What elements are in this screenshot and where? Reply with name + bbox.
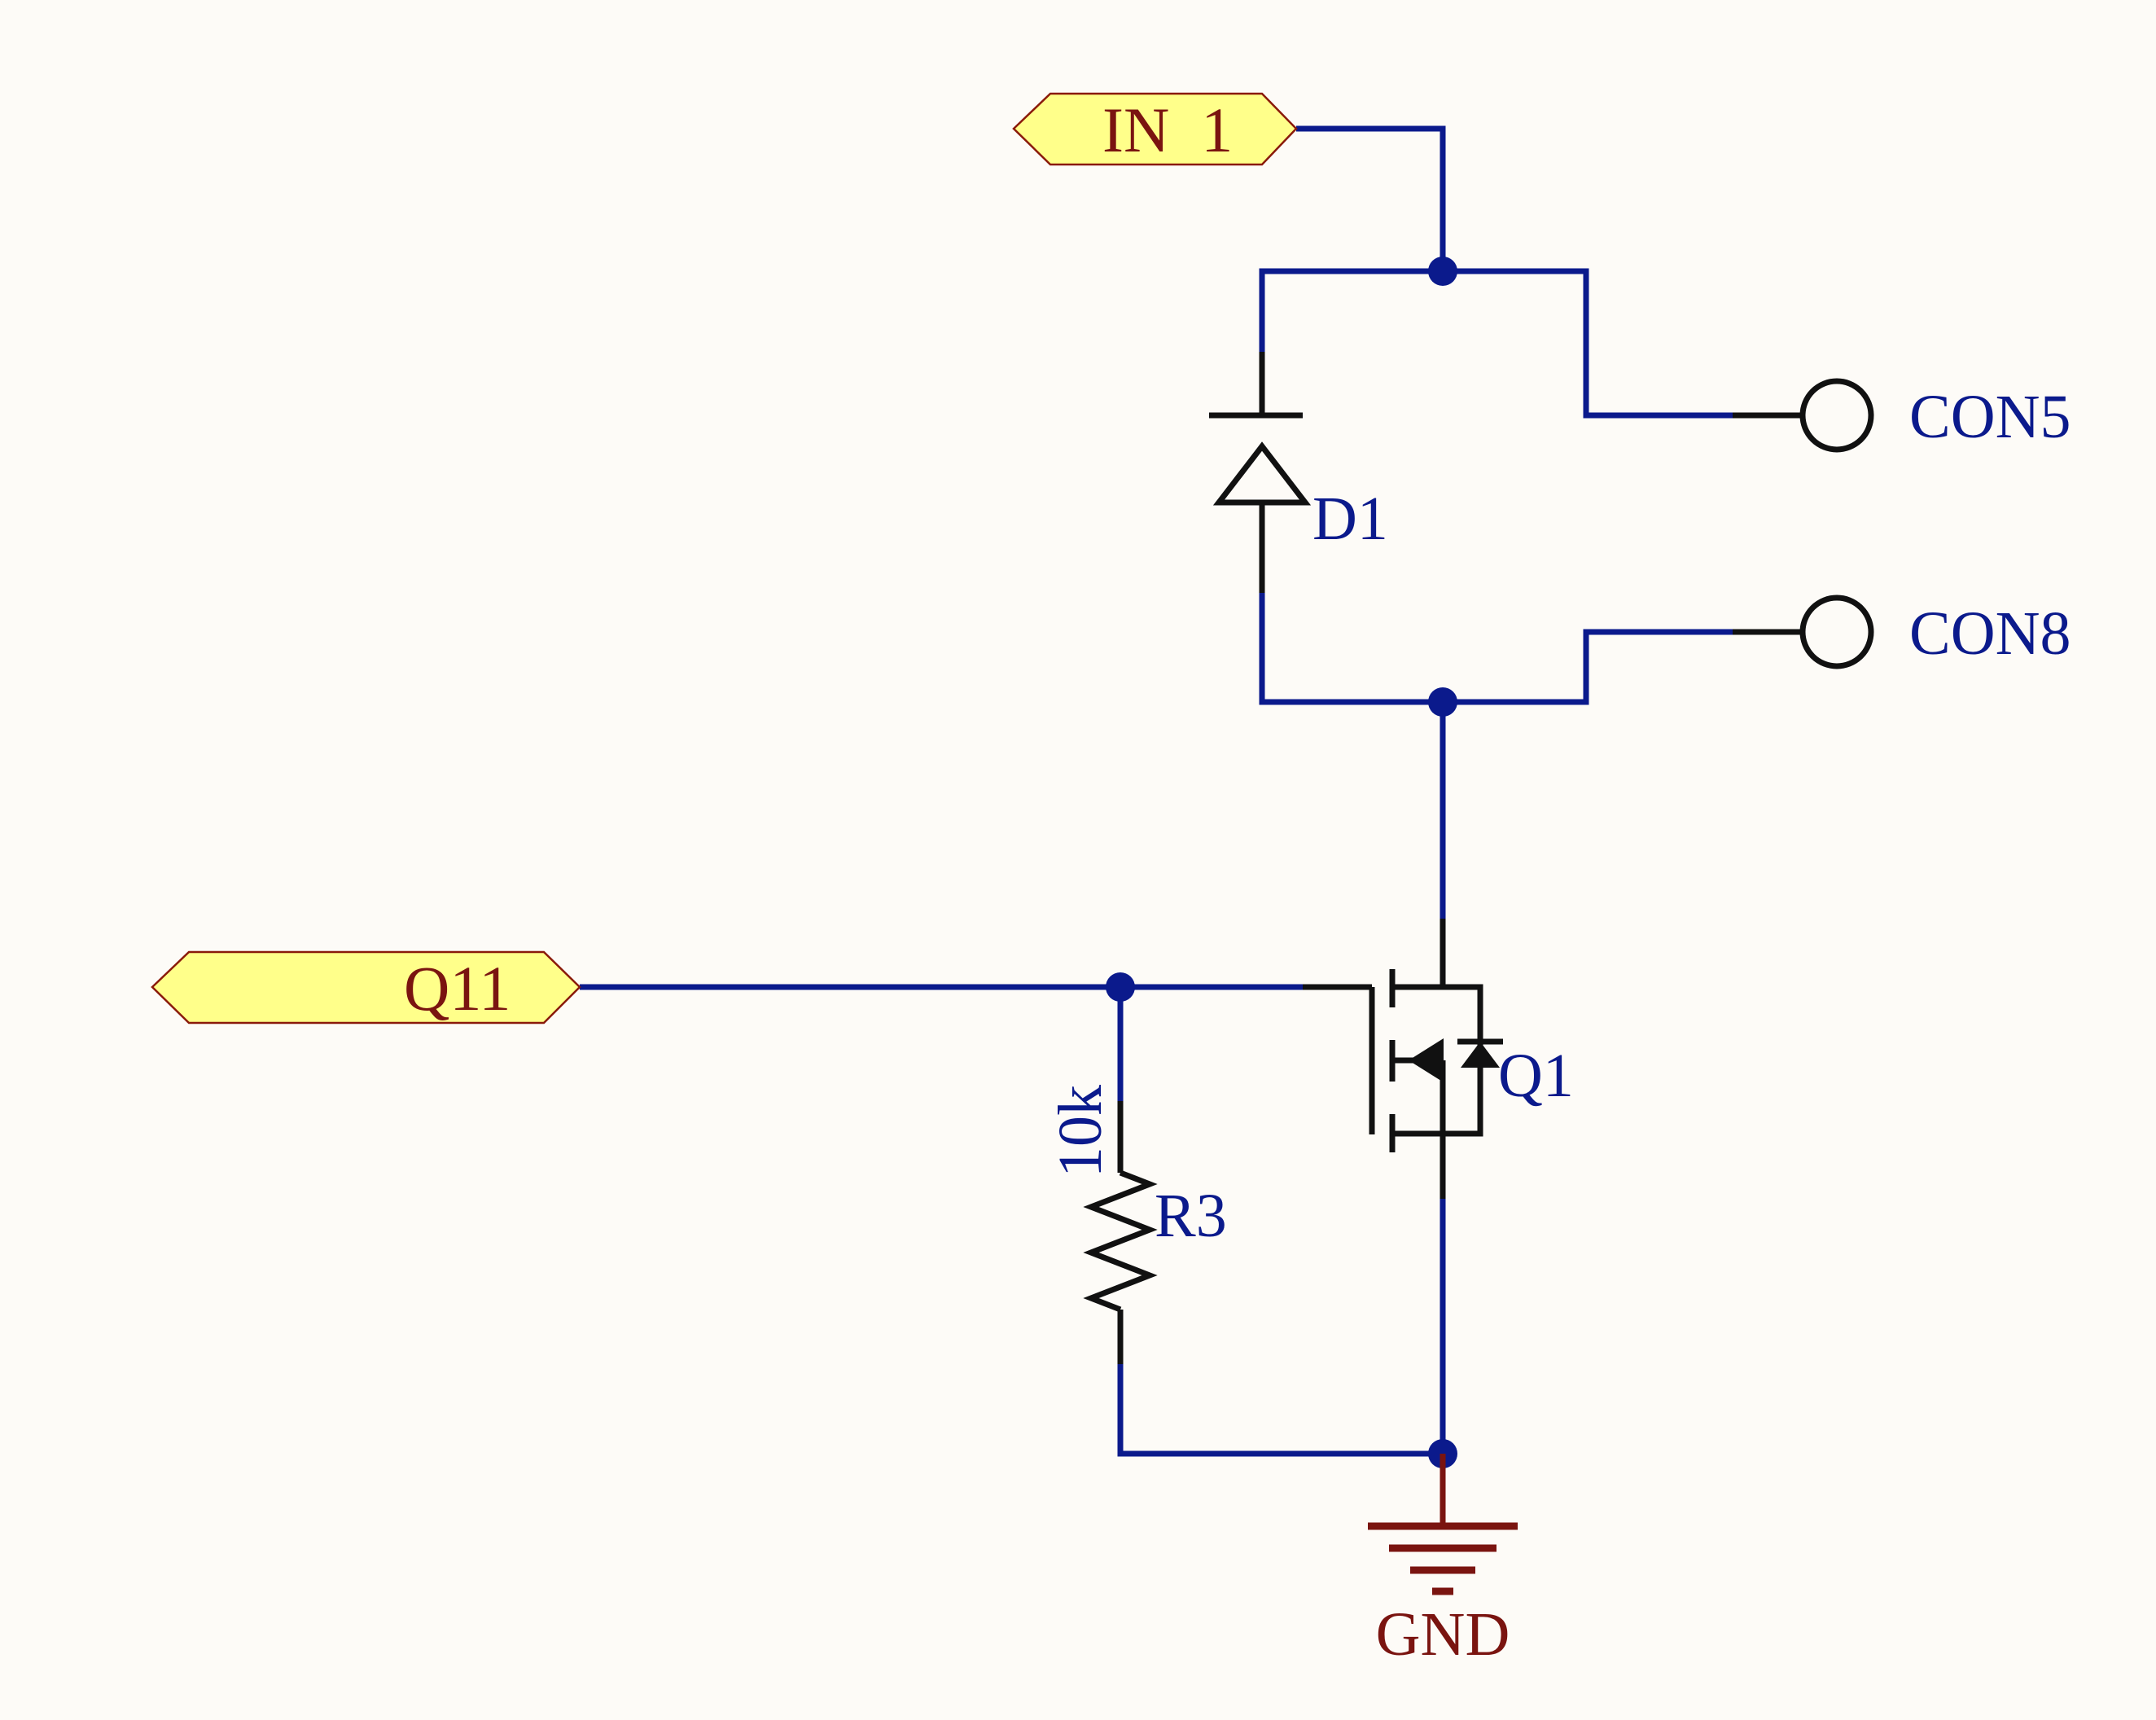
junction-dot bbox=[1428, 257, 1457, 286]
diode-d1-triangle bbox=[1212, 441, 1312, 506]
connector-con8[interactable]: CON8 bbox=[1733, 595, 2071, 669]
junction-dot bbox=[1428, 687, 1457, 717]
junction-dot bbox=[1106, 972, 1135, 1002]
wires bbox=[580, 125, 1733, 1457]
con8-terminal[interactable] bbox=[1799, 595, 1874, 669]
q1-source bbox=[1392, 1130, 1446, 1199]
port-in1[interactable]: IN 1 bbox=[1012, 92, 1298, 166]
con8-designator: CON8 bbox=[1909, 599, 2071, 668]
q1-body-arrow bbox=[1409, 1038, 1444, 1082]
con5-terminal[interactable] bbox=[1799, 378, 1874, 453]
r3-zigzag bbox=[1083, 1169, 1158, 1313]
q1-designator: Q1 bbox=[1498, 1042, 1574, 1110]
mosfet-q1[interactable]: Q1 bbox=[1303, 919, 1574, 1199]
port-in1-label: IN 1 bbox=[1102, 94, 1233, 165]
ground-symbol[interactable]: GND bbox=[1368, 1454, 1518, 1669]
port-q11[interactable]: Q11 bbox=[151, 950, 581, 1025]
r3-value: 10k bbox=[1046, 1085, 1115, 1178]
wire-r3-bottom[interactable] bbox=[1117, 1364, 1443, 1457]
q1-body-diode-triangle bbox=[1461, 1042, 1500, 1068]
diode-d1-designator: D1 bbox=[1312, 485, 1388, 553]
wire-top-bus[interactable] bbox=[1259, 268, 1733, 419]
q1-drain bbox=[1392, 919, 1446, 990]
port-q11-label: Q11 bbox=[404, 953, 511, 1024]
junctions bbox=[1106, 257, 1457, 1468]
wire-in1[interactable] bbox=[1296, 125, 1446, 271]
con5-designator: CON5 bbox=[1909, 383, 2071, 451]
gnd-label: GND bbox=[1376, 1600, 1510, 1669]
diode-d1[interactable]: D1 bbox=[1209, 352, 1388, 593]
port-q11-shape[interactable] bbox=[151, 950, 581, 1025]
port-in1-shape[interactable] bbox=[1012, 92, 1298, 166]
connector-con5[interactable]: CON5 bbox=[1733, 378, 2071, 453]
r3-designator: R3 bbox=[1155, 1182, 1227, 1250]
wire-drain-bus[interactable] bbox=[1259, 593, 1733, 705]
resistor-r3[interactable]: R3 10k bbox=[1046, 1085, 1227, 1364]
